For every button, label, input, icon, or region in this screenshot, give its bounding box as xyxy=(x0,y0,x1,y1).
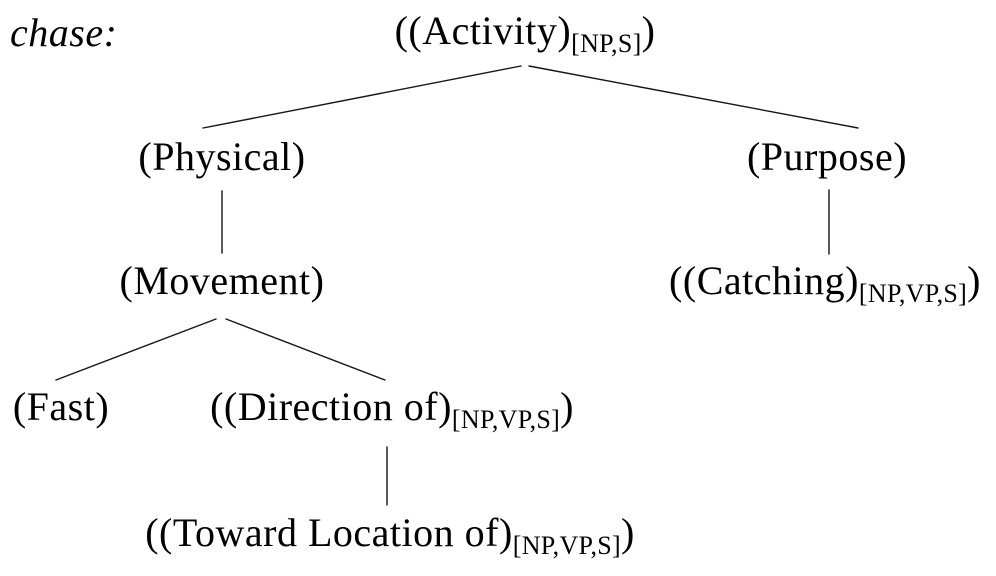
edge-movement-direction xyxy=(225,318,386,381)
node-purpose: (Purpose) xyxy=(747,135,907,179)
node-direction-close: ) xyxy=(560,384,574,429)
node-movement-text: (Movement) xyxy=(119,258,325,303)
node-catching: ((Catching)[NP,VP,S]) xyxy=(669,259,981,307)
lemma-label: chase: xyxy=(10,10,118,55)
node-direction-text: ((Direction of) xyxy=(210,384,452,429)
node-direction-subscript: [NP,VP,S] xyxy=(451,405,561,434)
node-movement: (Movement) xyxy=(120,259,325,303)
node-activity: ((Activity)[NP,S]) xyxy=(395,9,656,57)
node-fast: (Fast) xyxy=(13,385,109,429)
node-activity-close: ) xyxy=(641,8,656,53)
edge-movement-fast xyxy=(55,318,217,381)
node-direction: ((Direction of)[NP,VP,S]) xyxy=(210,385,574,433)
node-activity-text: ((Activity) xyxy=(394,8,572,53)
node-catching-text: ((Catching) xyxy=(669,258,859,303)
node-activity-subscript: [NP,S] xyxy=(571,29,642,58)
node-toward: ((Toward Location of)[NP,VP,S]) xyxy=(145,511,635,559)
node-physical: (Physical) xyxy=(138,135,305,179)
node-toward-subscript: [NP,VP,S] xyxy=(512,531,621,560)
edge-activity-purpose xyxy=(528,65,859,129)
node-physical-text: (Physical) xyxy=(138,134,306,179)
edge-activity-physical xyxy=(202,65,522,129)
node-fast-text: (Fast) xyxy=(12,384,110,429)
node-toward-close: ) xyxy=(620,510,635,555)
node-catching-close: ) xyxy=(967,258,981,303)
node-purpose-text: (Purpose) xyxy=(746,134,908,179)
node-toward-text: ((Toward Location of) xyxy=(145,510,513,555)
node-catching-subscript: [NP,VP,S] xyxy=(858,279,968,308)
